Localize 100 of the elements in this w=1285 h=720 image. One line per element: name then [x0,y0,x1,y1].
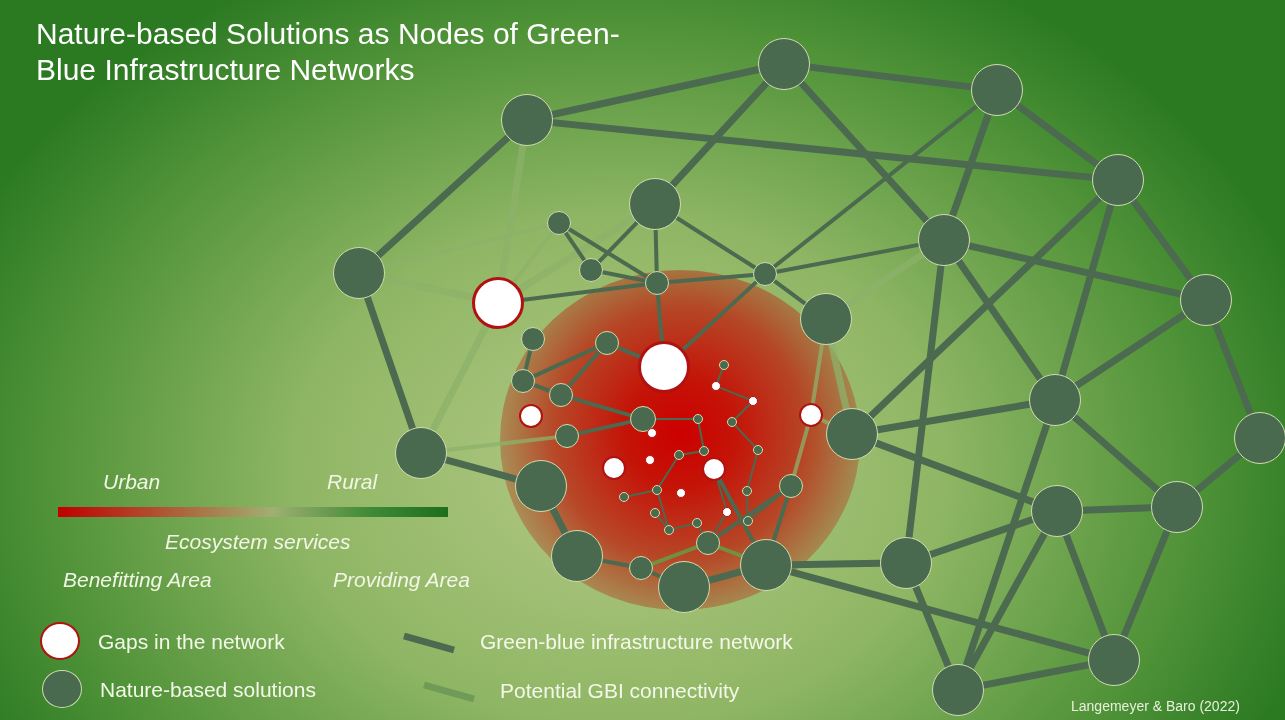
gap-circle [647,428,657,438]
network-link [1073,310,1188,390]
network-link [912,583,952,670]
gap-circle [645,455,655,465]
network-link [716,479,727,509]
network-link [750,492,783,519]
network-link [967,530,1048,671]
network-link [1120,527,1171,640]
gap-circle [702,457,726,481]
network-link [657,515,667,528]
potential-connectivity-line [650,545,699,566]
gap-circle [638,341,690,393]
network-link [600,558,632,568]
scale-label: Benefitting Area [63,568,212,592]
nature-based-solution-circle [652,485,662,495]
network-link [681,280,759,352]
nature-based-solution-circle [693,414,703,424]
gap-circle [602,456,626,480]
nature-based-solution-circle [551,530,603,582]
nature-based-solution-circle [629,178,681,230]
network-link [597,220,639,264]
nature-based-solution-circle [674,450,684,460]
gap-circle [748,396,758,406]
network-link [747,453,758,488]
network-link [656,292,664,344]
potential-connectivity-line [810,342,824,406]
gap-circle [722,507,732,517]
network-link [1014,102,1101,168]
nature-based-solution-circle [1151,481,1203,533]
nature-based-solution-circle [800,293,852,345]
nature-based-solution-circle [521,327,545,351]
scale-label: Rural [327,470,378,494]
gap-circle [799,403,823,427]
network-link [798,79,930,225]
network-link [566,350,602,388]
network-link [374,134,512,259]
network-link [627,490,654,497]
scale-label: Ecosystem services [165,530,351,554]
nature-based-solution-circle [650,508,660,518]
scale-label: Urban [103,470,161,494]
network-link [563,230,587,263]
nature-based-solution-circle [758,38,810,90]
network-link [650,570,663,579]
nature-based-solution-circle [753,445,763,455]
network-link [521,282,648,302]
potential-connectivity-line [429,322,490,434]
nature-based-solution-circle [1092,154,1144,206]
scale-label: Providing Area [333,568,470,592]
nature-based-solution-circle [511,369,535,393]
legend-text: Green-blue infrastructure network [480,630,793,654]
network-link [719,386,750,401]
nature-based-solution-circle [645,271,669,295]
nature-based-solution-circle [692,518,702,528]
network-link [532,383,552,393]
nature-based-solution-circle [515,460,567,512]
nature-based-solution-circle [664,525,674,535]
network-link [570,396,633,418]
network-link [674,215,757,270]
nature-based-solution-circle [555,424,579,448]
network-link [927,515,1036,559]
nature-based-solution-circle [932,664,984,716]
nature-based-solution-circle [740,539,792,591]
gap-circle [711,381,721,391]
nature-based-solution-circle [619,492,629,502]
network-link [549,505,569,537]
network-link [734,403,751,420]
network-link [715,490,784,539]
nature-based-solution-circle [333,247,385,299]
nature-based-solution-circle [1031,485,1083,537]
nature-based-solution-circle [743,516,753,526]
network-link [772,104,979,269]
nature-based-solution-circle [595,331,619,355]
network-link [669,79,770,189]
nature-based-solution-circle [579,258,603,282]
network-link [682,450,701,456]
network-link [955,257,1044,383]
network-link [523,348,533,372]
nature-based-solution-circle [699,446,709,456]
network-link [653,228,659,273]
nature-based-solution-circle [395,427,447,479]
nature-based-solution-circle [727,417,737,427]
network-link [1193,451,1244,494]
network-link [567,227,649,279]
nature-based-solution-circle [742,486,752,496]
nature-based-solution-circle [696,531,720,555]
legend-text: Nature-based solutions [100,678,316,702]
network-link [734,424,756,448]
nature-based-solution-circle [880,537,932,589]
network-link [774,242,921,274]
nature-based-solution-circle [1180,274,1232,326]
potential-connectivity-line [717,545,744,558]
nature-based-solution-circle [630,406,656,432]
network-link [531,345,599,379]
gap-circle [519,404,543,428]
network-link [658,458,678,487]
nature-based-solution-circle [549,383,573,407]
nature-based-solution-circle [1234,412,1285,464]
network-link [600,270,648,283]
network-link [867,194,1103,420]
nature-based-solution-circle [1088,634,1140,686]
